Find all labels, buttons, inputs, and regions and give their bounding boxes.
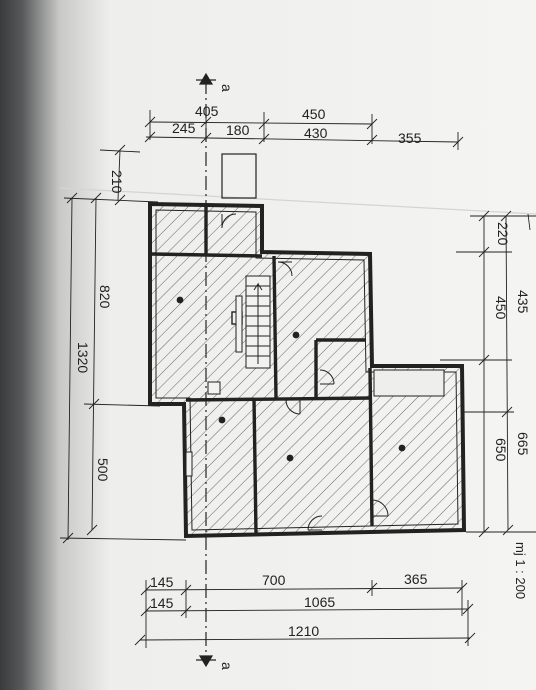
dim-top-355: 355 [398,130,422,146]
wardrobe [373,369,445,397]
dim-right-450: 450 [493,296,509,320]
dim-top-430: 430 [304,125,328,141]
dim-right-435: 435 [515,290,531,314]
dim-bottom-145-a: 145 [150,574,174,590]
right-dimension-lines [440,210,536,538]
dim-bottom-145-b: 145 [150,595,174,611]
dim-top-245: 245 [172,120,196,136]
level-markers [176,296,406,462]
bottom-dimension-lines [134,580,476,648]
dim-bottom-700: 700 [262,572,286,588]
section-label-bottom: a [219,662,235,670]
dim-right-220: 220 [495,222,511,246]
dim-bottom-1065: 1065 [304,594,335,610]
dim-top-405: 405 [195,103,219,119]
building [148,201,467,539]
north-box [221,153,257,199]
dim-right-665: 665 [515,432,531,456]
scale-note: mj 1 : 200 [513,542,528,599]
paper-edge [59,187,536,215]
stove [207,381,221,395]
dim-top-180: 180 [226,122,250,138]
dim-top-450: 450 [302,106,326,122]
dim-left-210: 210 [109,170,125,194]
dim-bottom-1210: 1210 [288,623,319,639]
door-swings [221,213,389,531]
dim-bottom-365: 365 [404,571,428,587]
left-dimension-lines [59,144,187,544]
top-dimension-lines [144,110,464,150]
dim-left-1320: 1320 [75,342,91,373]
kitchen-counter [235,295,243,353]
window-west [185,451,193,477]
staircase [245,275,271,369]
dim-left-500: 500 [95,458,111,482]
dim-right-650: 650 [493,438,509,462]
section-label-top: a [219,84,235,92]
interior-walls [151,206,374,535]
dim-left-820: 820 [97,285,113,309]
